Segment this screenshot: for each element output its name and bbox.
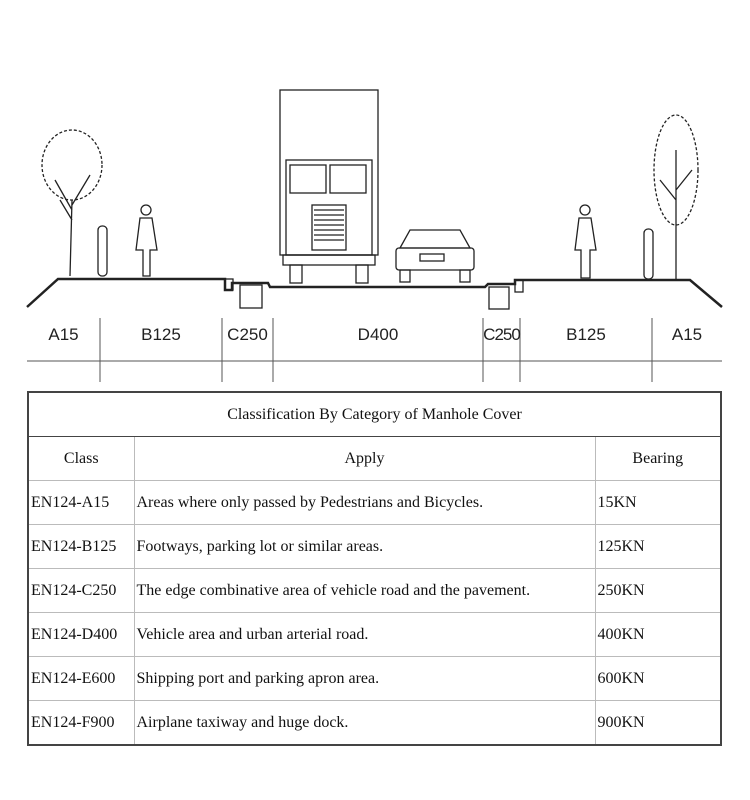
apply-cell: Vehicle area and urban arterial road. xyxy=(133,612,596,657)
bearing-cell: 400KN xyxy=(594,612,722,657)
pedestrian-left-icon xyxy=(135,204,158,277)
column-header: Class xyxy=(27,436,135,481)
bearing-cell: 250KN xyxy=(594,568,722,613)
manhole-left xyxy=(239,284,263,309)
class-cell: EN124-E600 xyxy=(27,656,135,701)
car-icon xyxy=(395,229,475,283)
tree-right-icon xyxy=(653,114,699,279)
zone-label: A15 xyxy=(671,325,703,344)
zone-label: C250 xyxy=(483,325,521,344)
tree-left-icon xyxy=(41,129,103,277)
class-cell: EN124-C250 xyxy=(27,568,135,613)
class-cell: EN124-B125 xyxy=(27,524,135,569)
column-header: Apply xyxy=(133,436,596,481)
curb-left xyxy=(224,278,234,291)
bollard-right-icon xyxy=(643,228,654,280)
bearing-cell: 900KN xyxy=(594,700,722,746)
zone-dividers xyxy=(27,318,722,382)
table-header-row: Class Apply Bearing xyxy=(27,436,722,481)
apply-cell: Airplane taxiway and huge dock. xyxy=(133,700,596,746)
zone-label: B125 xyxy=(141,325,181,344)
apply-cell: Shipping port and parking apron area. xyxy=(133,656,596,701)
table-title: Classification By Category of Manhole Co… xyxy=(27,391,722,437)
apply-cell: Footways, parking lot or similar areas. xyxy=(133,524,596,569)
bearing-cell: 15KN xyxy=(594,480,722,525)
road-profile xyxy=(26,277,723,308)
manhole-right xyxy=(488,286,510,310)
zone-label: B125 xyxy=(566,325,606,344)
zone-label: C250 xyxy=(227,325,268,344)
class-cell: EN124-F900 xyxy=(27,700,135,746)
apply-cell: The edge combinative area of vehicle roa… xyxy=(133,568,596,613)
classification-table: Classification By Category of Manhole Co… xyxy=(27,391,722,746)
curb-right xyxy=(514,279,524,293)
bearing-cell: 600KN xyxy=(594,656,722,701)
bearing-cell: 125KN xyxy=(594,524,722,569)
pedestrian-right-icon xyxy=(574,204,597,279)
bollard-left-icon xyxy=(97,225,108,277)
road-cross-section xyxy=(26,89,723,382)
class-cell: EN124-A15 xyxy=(27,480,135,525)
zone-label: D400 xyxy=(357,325,399,344)
zone-label: A15 xyxy=(48,325,79,344)
truck-icon xyxy=(279,89,379,284)
class-cell: EN124-D400 xyxy=(27,612,135,657)
apply-cell: Areas where only passed by Pedestrians a… xyxy=(133,480,596,525)
column-header: Bearing xyxy=(594,436,722,481)
